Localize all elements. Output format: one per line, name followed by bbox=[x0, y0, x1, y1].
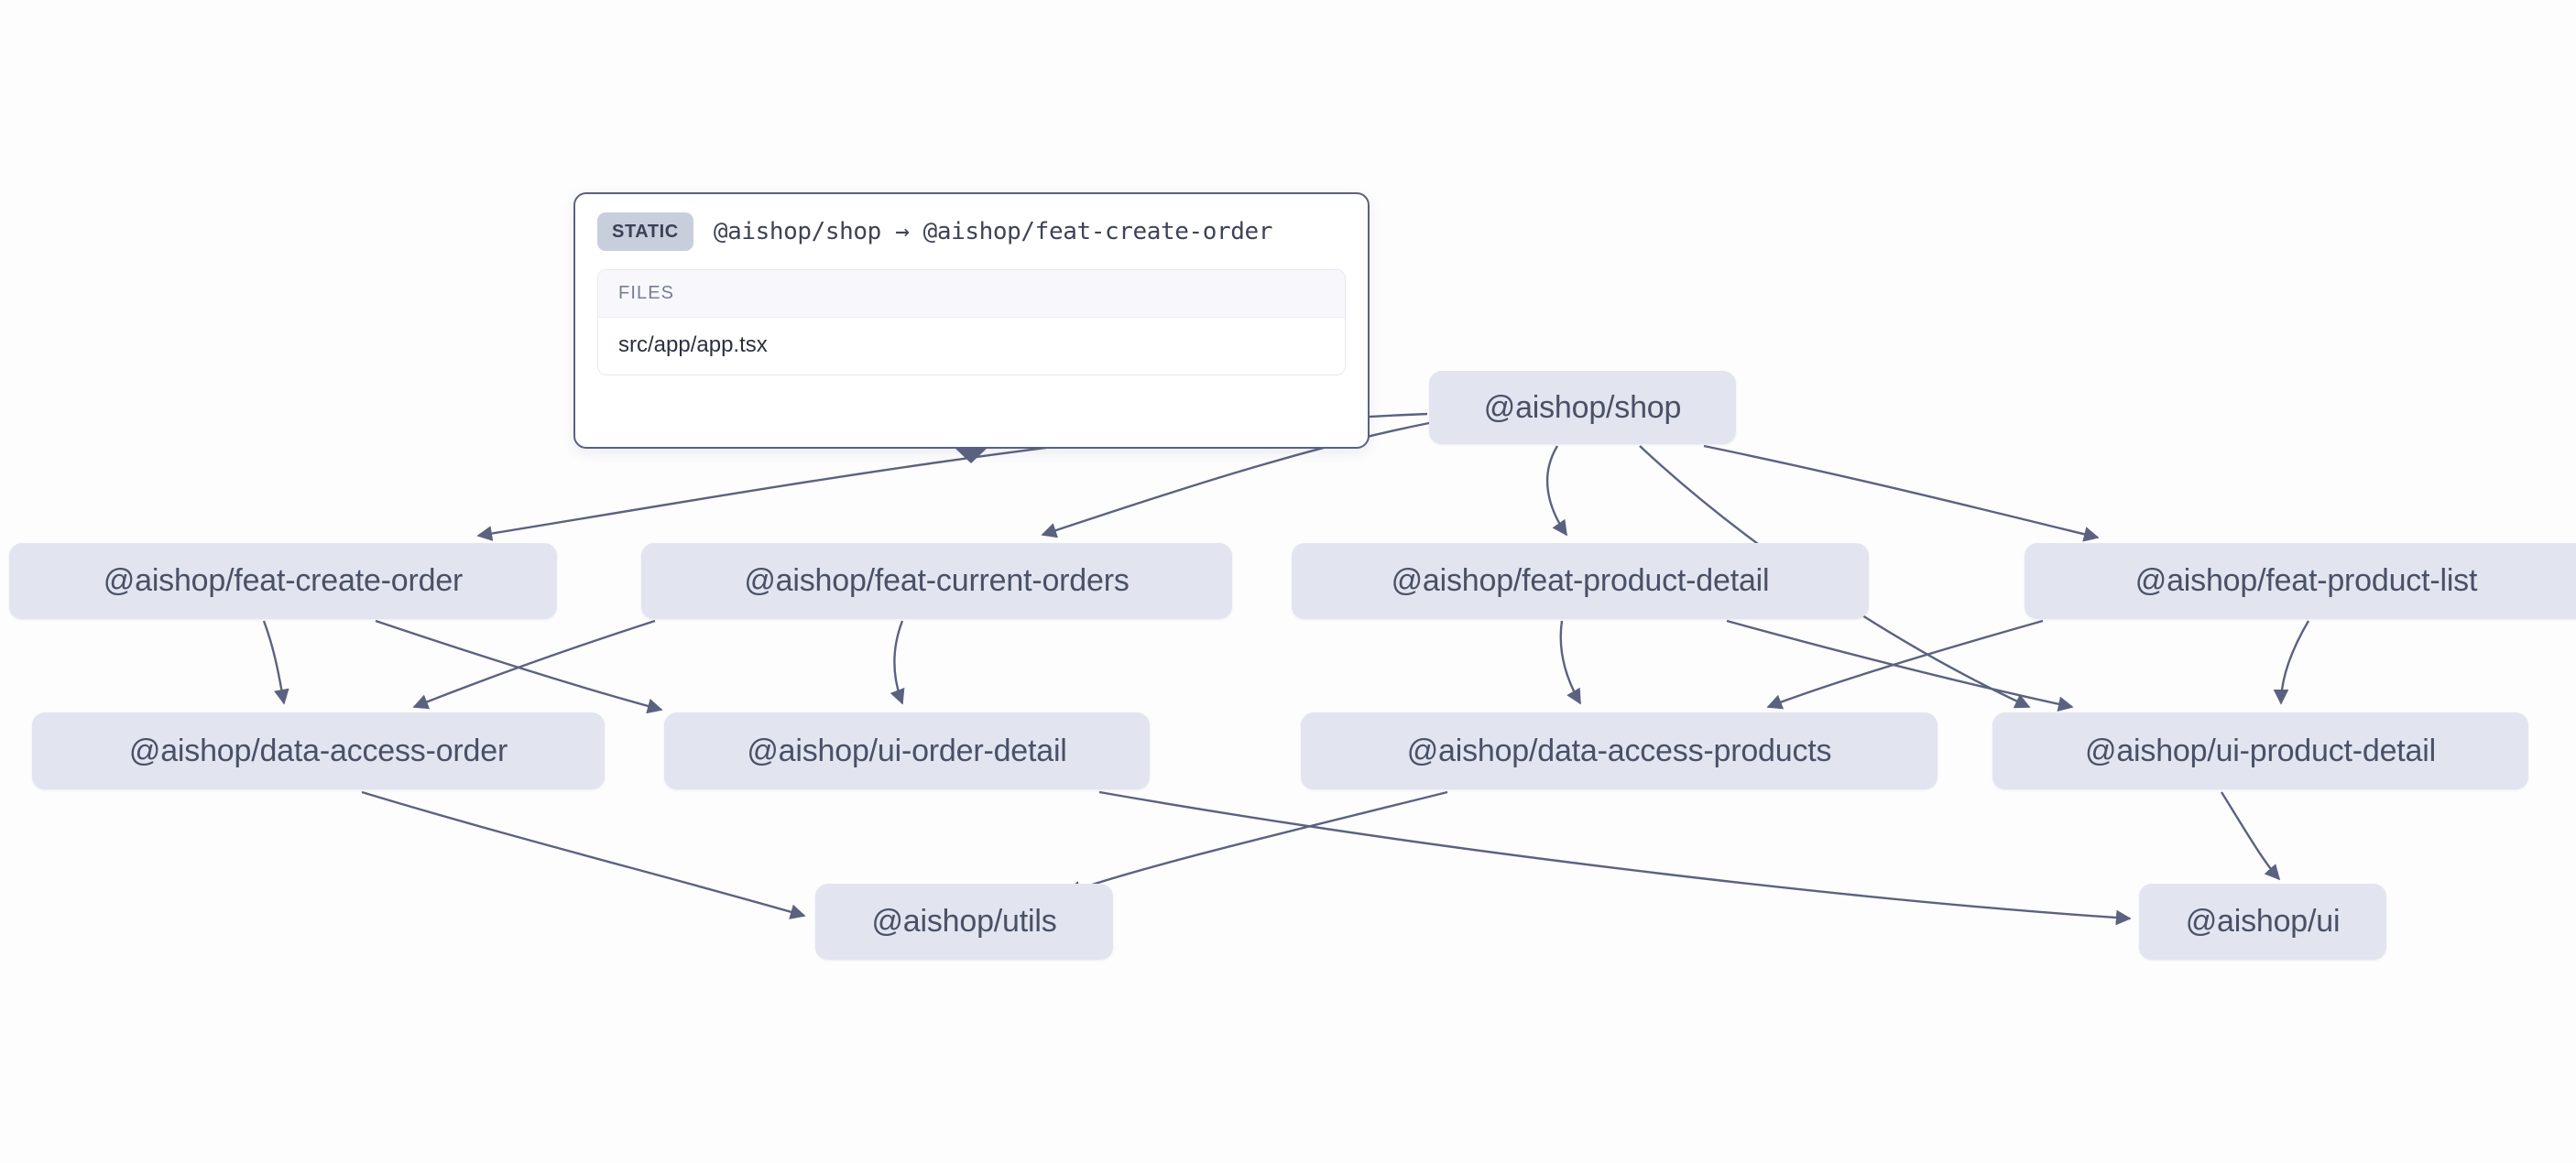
graph-node-feat-create-order[interactable]: @aishop/feat-create-order bbox=[9, 543, 557, 619]
edge-feat-create-order-to-data-access-order bbox=[262, 620, 289, 705]
edge-detail-tooltip[interactable]: STATIC @aishop/shop → @aishop/feat-creat… bbox=[573, 192, 1370, 449]
graph-node-feat-product-detail[interactable]: @aishop/feat-product-detail bbox=[1292, 543, 1869, 619]
edge-feat-product-list-to-ui-product-detail bbox=[2273, 620, 2310, 705]
graph-node-ui-product-detail[interactable]: @aishop/ui-product-detail bbox=[1992, 712, 2528, 789]
graph-node-utils[interactable]: @aishop/utils bbox=[815, 884, 1113, 960]
edge-data-access-products-to-utils bbox=[1065, 790, 1448, 896]
dependency-title: @aishop/shop → @aishop/feat-create-order bbox=[713, 218, 1273, 245]
edge-feat-current-orders-to-ui-order-detail bbox=[890, 620, 905, 705]
edge-ui-order-detail-to-ui bbox=[1098, 790, 2132, 926]
edge-feat-product-detail-to-data-access-products bbox=[1559, 620, 1582, 705]
files-panel-header: FILES bbox=[598, 270, 1345, 318]
files-panel: FILES src/app/app.tsx bbox=[597, 269, 1346, 375]
graph-node-feat-current-orders[interactable]: @aishop/feat-current-orders bbox=[641, 543, 1232, 619]
edge-feat-create-order-to-ui-order-detail bbox=[375, 619, 663, 714]
tooltip-header: STATIC @aishop/shop → @aishop/feat-creat… bbox=[575, 194, 1368, 260]
graph-node-ui-order-detail[interactable]: @aishop/ui-order-detail bbox=[664, 712, 1150, 789]
edge-feat-product-detail-to-ui-product-detail bbox=[1726, 619, 2074, 712]
graph-node-data-access-order[interactable]: @aishop/data-access-order bbox=[32, 712, 605, 789]
graph-node-ui[interactable]: @aishop/ui bbox=[2139, 884, 2386, 960]
tooltip-pointer-icon bbox=[954, 447, 988, 463]
edge-data-access-order-to-utils bbox=[361, 790, 806, 919]
file-list-item[interactable]: src/app/app.tsx bbox=[598, 318, 1345, 375]
graph-node-feat-product-list[interactable]: @aishop/feat-product-list bbox=[2025, 543, 2576, 619]
edge-feat-current-orders-to-data-access-order bbox=[412, 619, 656, 710]
graph-node-shop[interactable]: @aishop/shop bbox=[1429, 371, 1736, 444]
edge-shop-to-feat-product-detail bbox=[1545, 445, 1567, 537]
graph-node-data-access-products[interactable]: @aishop/data-access-products bbox=[1301, 712, 1937, 789]
dependency-type-badge: STATIC bbox=[597, 212, 693, 251]
edge-feat-product-list-to-data-access-products bbox=[1766, 619, 2044, 710]
edge-ui-product-detail-to-ui bbox=[2220, 791, 2281, 881]
edge-shop-to-feat-product-list bbox=[1703, 444, 2100, 542]
